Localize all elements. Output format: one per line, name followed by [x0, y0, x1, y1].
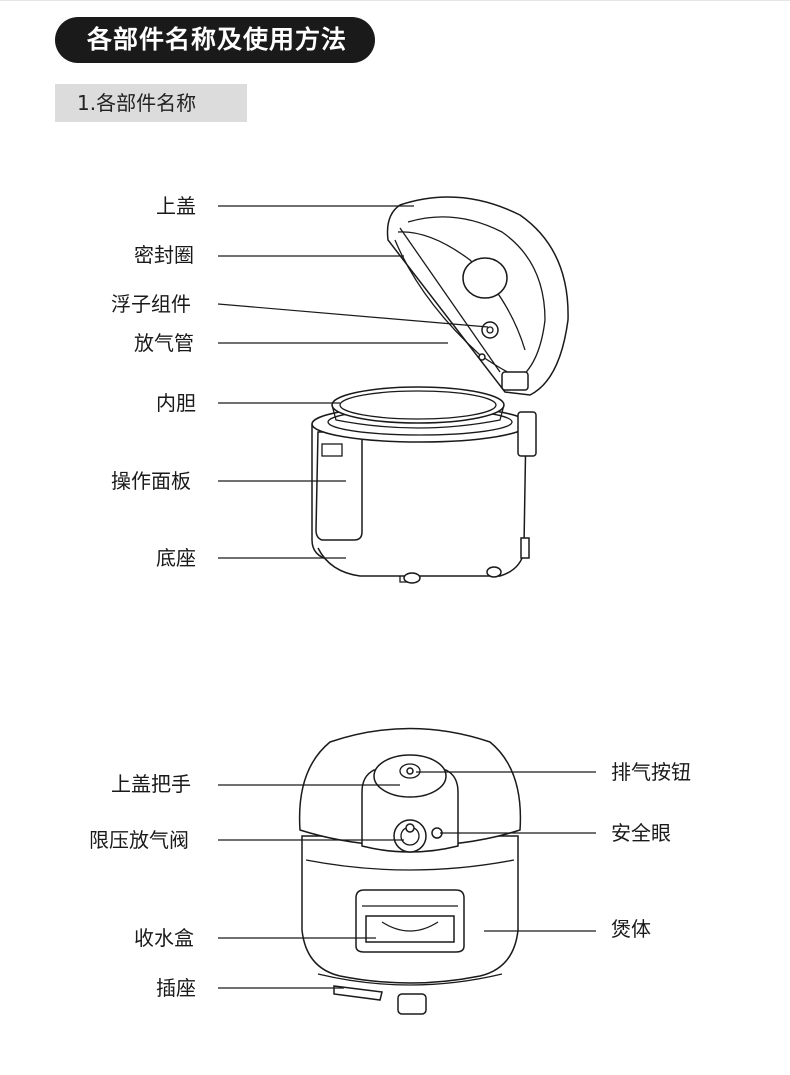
section-title: 各部件名称及使用方法	[55, 17, 376, 63]
label-vent-pipe: 放气管	[134, 331, 194, 355]
cooker-open-illustration	[311, 196, 569, 584]
label-release-button: 排气按钮	[611, 760, 691, 784]
top-rule	[0, 0, 790, 1]
label-water-box: 收水盒	[134, 926, 194, 950]
label-body: 煲体	[611, 917, 651, 941]
label-base: 底座	[156, 546, 196, 570]
cooker-front-illustration	[298, 727, 522, 1015]
diagram1-leader-lines	[217, 205, 489, 559]
label-pressure-valve: 限压放气阀	[89, 828, 189, 852]
label-lid-handle: 上盖把手	[111, 772, 191, 796]
label-lid: 上盖	[156, 194, 196, 218]
diagram2-leader-lines	[218, 771, 596, 989]
label-socket: 插座	[156, 976, 196, 1000]
sub-title: 1.各部件名称	[55, 84, 247, 122]
label-seal-ring: 密封圈	[134, 243, 194, 267]
label-float-assembly: 浮子组件	[111, 292, 191, 316]
label-safety-eye: 安全眼	[611, 821, 671, 845]
label-control-panel: 操作面板	[111, 469, 191, 493]
label-inner-pot: 内胆	[156, 391, 196, 415]
